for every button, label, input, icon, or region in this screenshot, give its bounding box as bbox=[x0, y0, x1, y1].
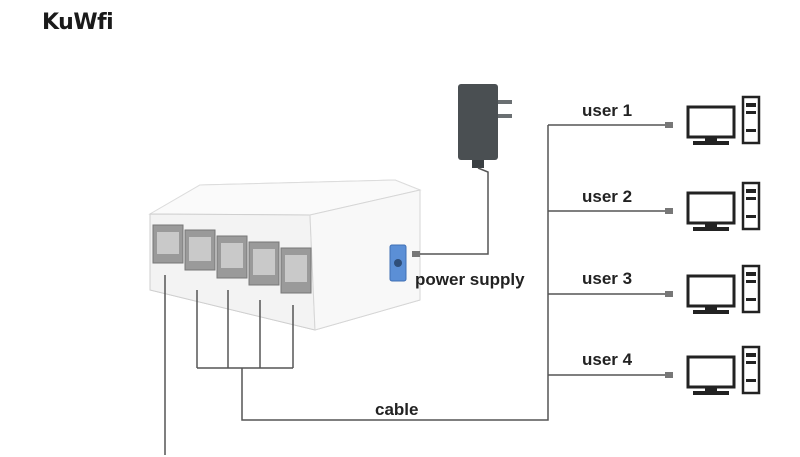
cable-label: cable bbox=[375, 400, 419, 419]
power-adapter-icon bbox=[458, 84, 512, 168]
desktop-computer-icon bbox=[665, 181, 761, 231]
power-supply-label: power supply bbox=[415, 270, 525, 289]
user-branch-lines bbox=[548, 124, 665, 376]
brand-logo: KuWfi bbox=[42, 10, 114, 35]
desktop-computer-icon bbox=[665, 345, 761, 395]
user-4-label: user 4 bbox=[582, 350, 633, 369]
network-switch-icon bbox=[148, 179, 422, 331]
user-2-label: user 2 bbox=[582, 187, 633, 206]
desktop-computer-icon bbox=[665, 264, 761, 314]
port-cables bbox=[164, 125, 549, 455]
user-1-label: user 1 bbox=[582, 101, 633, 120]
user-3-label: user 3 bbox=[582, 269, 633, 288]
switch-ports bbox=[152, 224, 312, 294]
desktop-computer-icon bbox=[665, 95, 761, 145]
power-cable bbox=[412, 167, 489, 257]
